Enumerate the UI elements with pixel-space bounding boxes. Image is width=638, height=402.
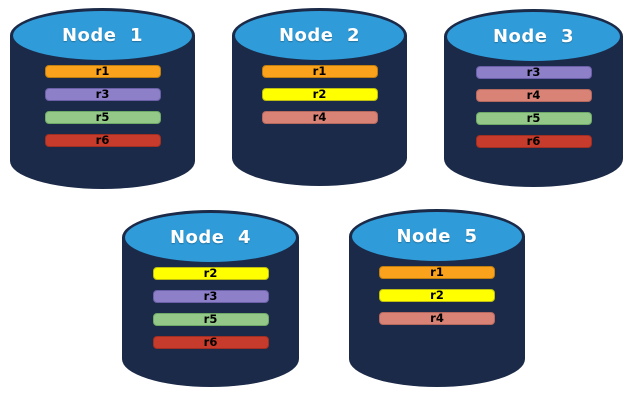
replica-bar-r4: r4	[261, 111, 378, 124]
replica-bar-r6: r6	[475, 135, 592, 148]
replica-bar-r1: r1	[379, 266, 495, 279]
cylinder-top: Node 1	[10, 8, 195, 63]
node-title: Node 3	[492, 26, 575, 47]
node-2-cylinder: Node 2 r1 r2 r4	[232, 8, 407, 186]
node-title: Node 5	[396, 226, 478, 247]
cylinder-top: Node 4	[122, 210, 299, 265]
replica-bar-r4: r4	[475, 89, 592, 102]
cylinder-top: Node 5	[349, 209, 525, 264]
replica-bar-r1: r1	[44, 65, 161, 78]
replica-bar-r3: r3	[152, 290, 269, 303]
node-title: Node 1	[61, 25, 144, 46]
replica-bars: r1 r2 r4	[232, 65, 407, 124]
replica-bar-r2: r2	[152, 267, 269, 280]
replica-bar-r5: r5	[44, 111, 161, 124]
node-title: Node 4	[169, 227, 252, 248]
node-3-cylinder: Node 3 r3 r4 r5 r6	[444, 9, 623, 187]
replica-bar-r6: r6	[152, 336, 269, 349]
node-title: Node 2	[278, 25, 361, 46]
replica-bar-r6: r6	[44, 134, 161, 147]
replica-bar-r2: r2	[379, 289, 495, 302]
node-1-cylinder: Node 1 r1 r3 r5 r6	[10, 8, 195, 189]
replica-bars: r1 r2 r4	[349, 266, 525, 325]
replica-bars: r1 r3 r5 r6	[10, 65, 195, 147]
replica-bar-r2: r2	[261, 88, 378, 101]
cylinder-top: Node 3	[444, 9, 623, 64]
replica-bars: r3 r4 r5 r6	[444, 66, 623, 148]
cylinder-top: Node 2	[232, 8, 407, 63]
replica-bar-r5: r5	[475, 112, 592, 125]
replica-bar-r5: r5	[152, 313, 269, 326]
replica-bar-r3: r3	[44, 88, 161, 101]
replica-bar-r4: r4	[379, 312, 495, 325]
node-4-cylinder: Node 4 r2 r3 r5 r6	[122, 210, 299, 387]
replica-bar-r3: r3	[475, 66, 592, 79]
replica-bar-r1: r1	[261, 65, 378, 78]
node-5-cylinder: Node 5 r1 r2 r4	[349, 209, 525, 387]
replica-bars: r2 r3 r5 r6	[122, 267, 299, 349]
